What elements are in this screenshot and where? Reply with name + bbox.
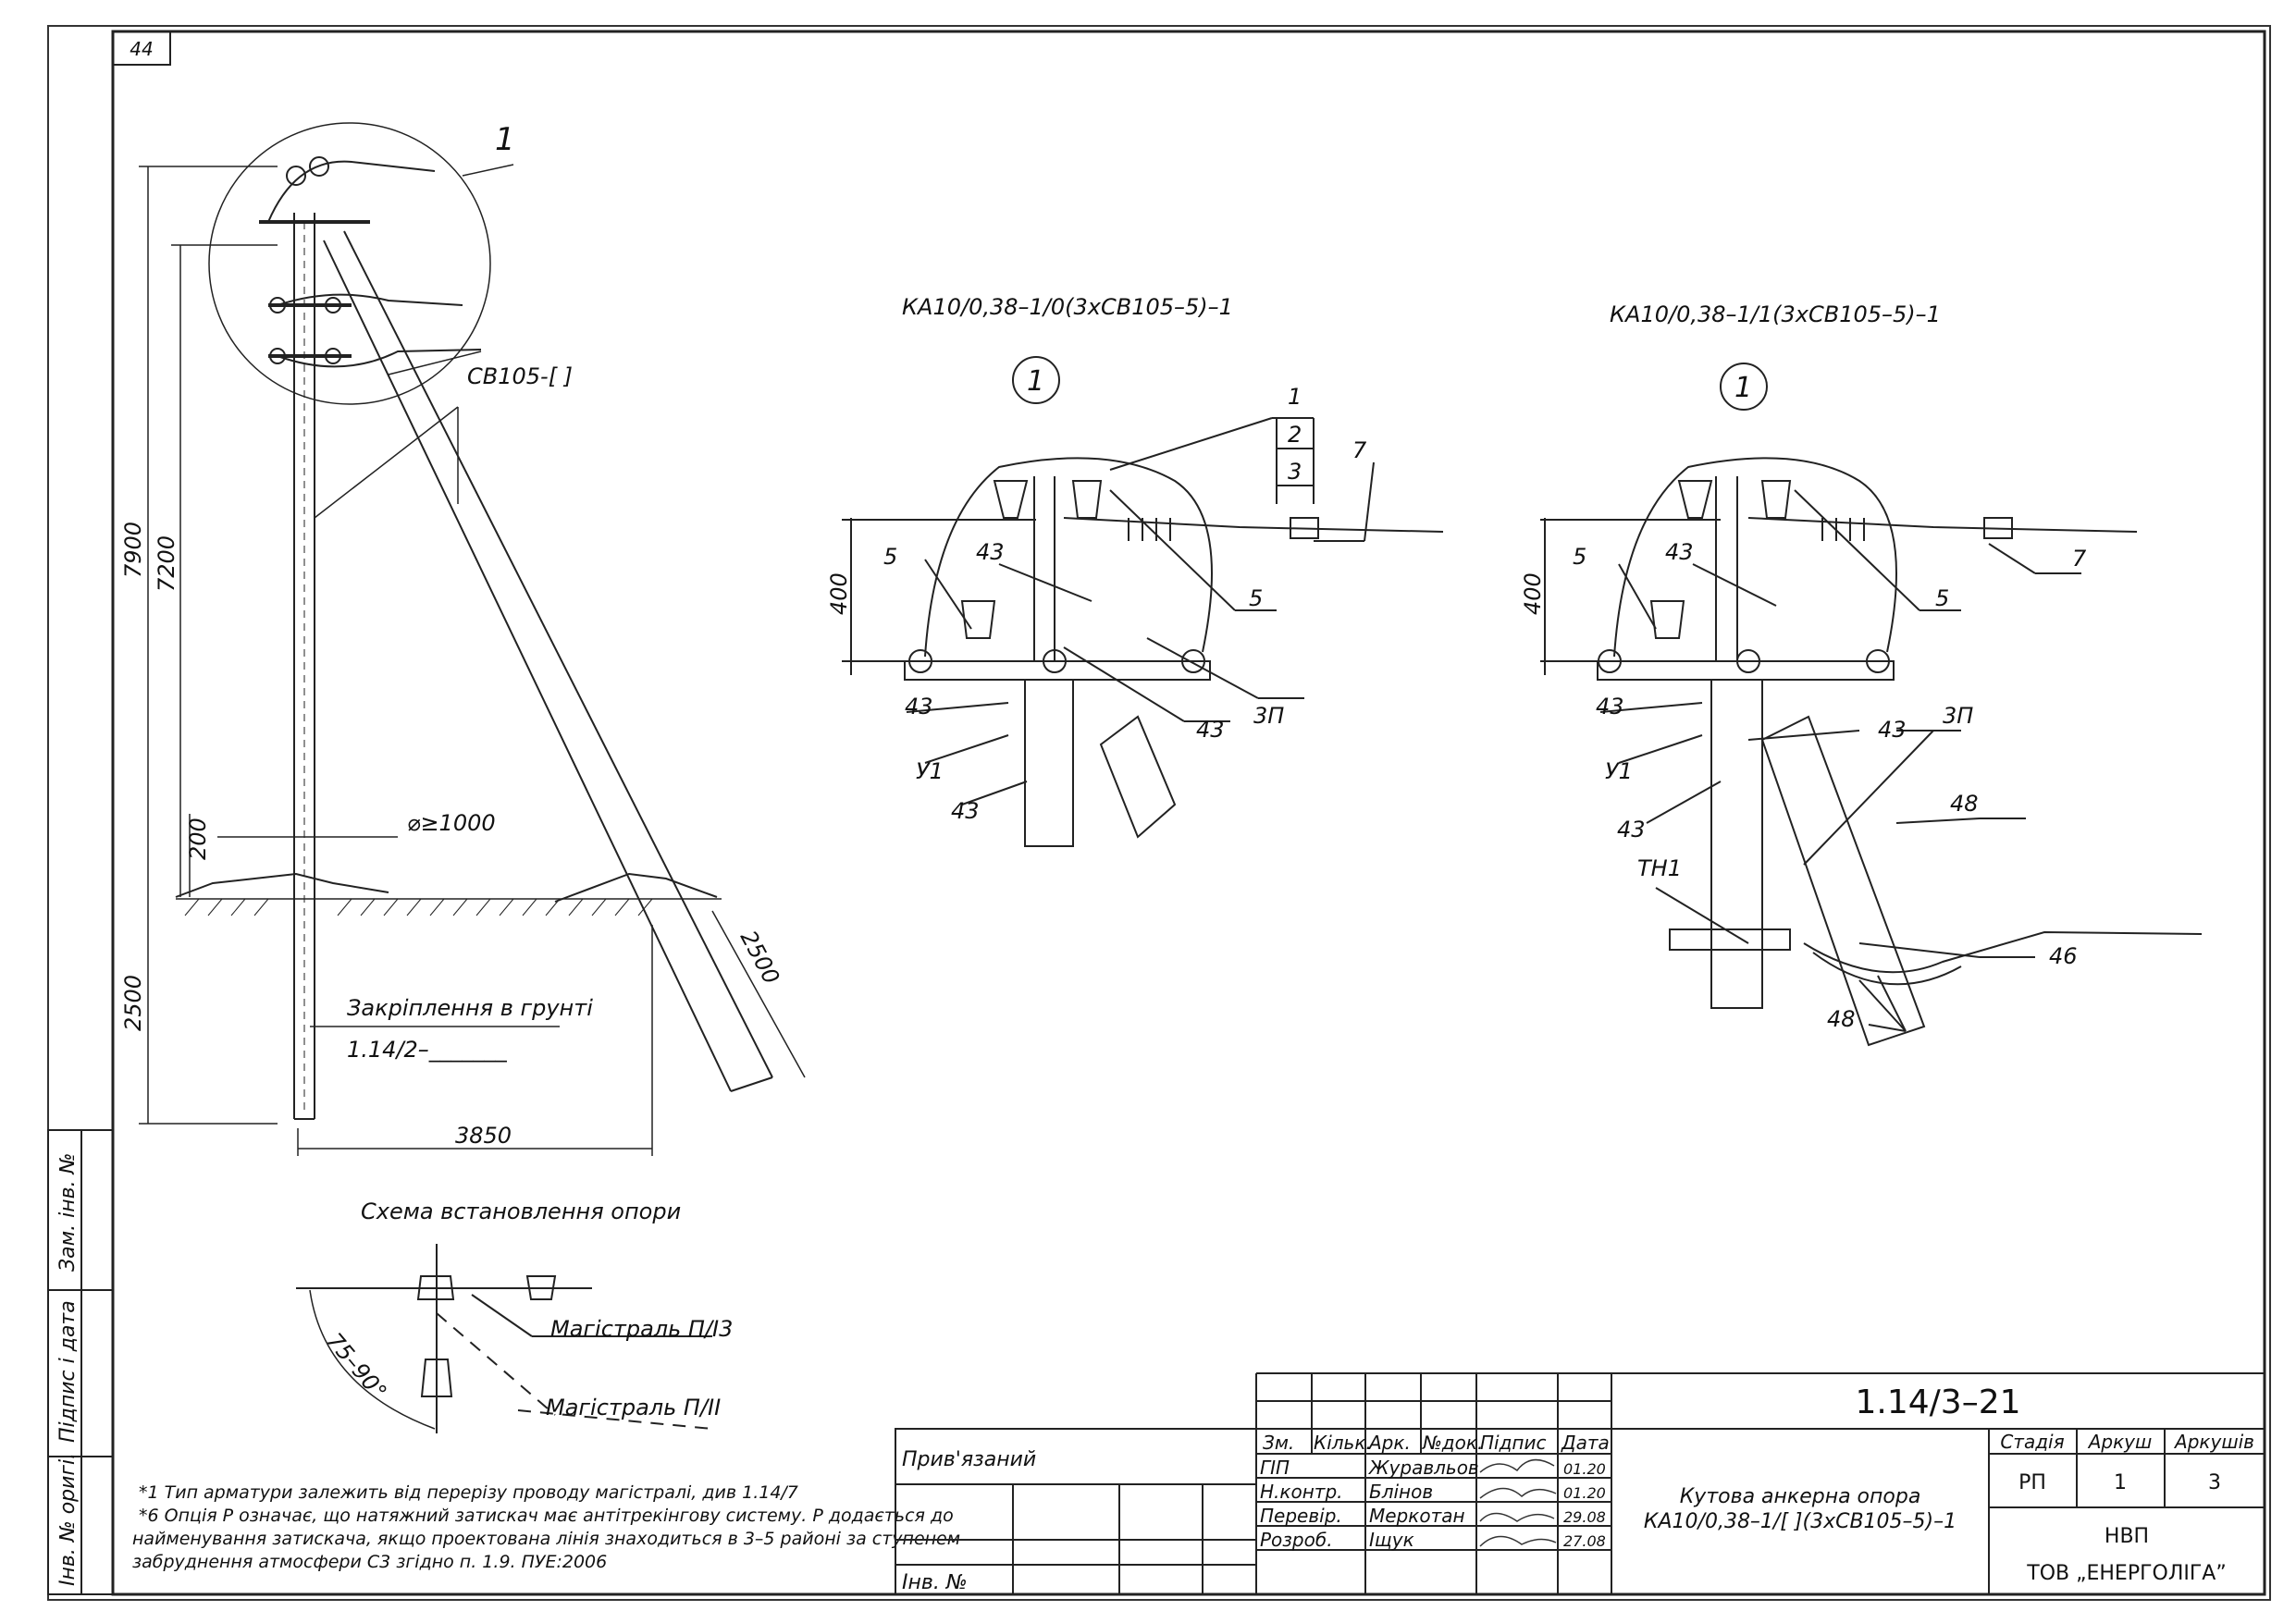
dl-label-43c: 43 (1196, 717, 1225, 743)
detail-left-circle: 1 (1027, 365, 1044, 398)
detail-left-title: КА10/0,38–1/0(3хСВ105–5)–1 (902, 294, 1233, 320)
col-header-sign: Підпис (1480, 1432, 1547, 1454)
note-3: найменування затискача, якщо проектована… (132, 1529, 960, 1549)
dr-label-u1: У1 (1605, 758, 1633, 784)
dl-label-1: 1 (1288, 384, 1302, 410)
dr-label-48b: 48 (1827, 1006, 1856, 1032)
col-header-date: Дата (1561, 1432, 1610, 1454)
detail-right-title: КА10/0,38–1/1(3хСВ105–5)–1 (1610, 301, 1941, 327)
note-1: *1 Тип арматури залежить від перерізу пр… (139, 1482, 798, 1503)
scheme-title: Схема встановлення опори (361, 1199, 681, 1224)
row-name-4: Іщук (1369, 1529, 1414, 1551)
row-date-2: 01.20 (1563, 1484, 1606, 1502)
dl-label-3: 3 (1288, 459, 1302, 485)
note-4: забруднення атмосфери С3 згідно п. 1.9. … (132, 1552, 607, 1572)
dl-label-5b: 5 (1249, 585, 1263, 611)
doc-title-line1: Кутова анкерна опора (1680, 1485, 1921, 1508)
row-name-3: Меркотан (1369, 1505, 1465, 1527)
row-role-2: Н.контр. (1260, 1481, 1343, 1503)
dim-2500-strut: 2500 (735, 927, 784, 989)
row-name-2: Блінов (1369, 1481, 1433, 1503)
main-line-2: Магістраль П/ІІ (546, 1395, 721, 1420)
note-2: *6 Опція Р означає, що натяжний затискач… (139, 1506, 954, 1526)
scheme-angle: 75–90° (321, 1328, 391, 1405)
col-header-change: Зм. (1263, 1432, 1294, 1454)
row-role-4: Розроб. (1260, 1529, 1333, 1551)
pole-drawing (139, 122, 806, 1156)
install-scheme (296, 1244, 713, 1433)
dl-label-7: 7 (1352, 437, 1367, 463)
stage-value: РП (2018, 1471, 2046, 1494)
detail-right-circle: 1 (1734, 372, 1752, 404)
ground-fixing-label: Закріплення в грунті (347, 995, 593, 1021)
dr-label-5b: 5 (1935, 585, 1949, 611)
main-line-1: Магістраль П/І3 (550, 1316, 733, 1342)
detail-right-graphic (1540, 363, 2203, 1047)
dim-diameter: ⌀≥1000 (407, 810, 496, 836)
sheet-header: Аркуш (2087, 1431, 2153, 1453)
detail-right-dim: 400 (1520, 572, 1546, 615)
dim-2500-depth: 2500 (120, 975, 146, 1031)
ground-fixing-ref: 1.14/2–_______ (347, 1037, 508, 1063)
row-role-1: ГІП (1260, 1457, 1290, 1479)
side-stamp-original: Інв. № оригі. (56, 1453, 80, 1586)
side-stamp-replaced: Зам. інв. № (56, 1153, 80, 1273)
page-number: 44 (130, 38, 153, 60)
sheets-header: Аркушів (2173, 1431, 2254, 1453)
title-block-grid (895, 1372, 2265, 1595)
outer-frame (47, 25, 2271, 1601)
attached-label: Прив'язаний (902, 1448, 1036, 1471)
col-header-sheet: Арк. (1367, 1432, 1411, 1454)
dr-label-46: 46 (2049, 943, 2078, 969)
side-stamp (47, 1129, 114, 1595)
dr-label-tn1: ТН1 (1637, 855, 1682, 881)
dim-7200: 7200 (154, 535, 179, 592)
dl-label-43d: 43 (951, 798, 980, 824)
row-date-1: 01.20 (1563, 1460, 1606, 1478)
side-stamp-signature: Підпис і дата (56, 1300, 80, 1443)
detail-left-graphic (842, 356, 1444, 847)
stage-header: Стадія (2000, 1431, 2064, 1453)
dl-label-43b: 43 (905, 694, 933, 719)
col-header-qty: Кільк. (1314, 1432, 1372, 1454)
row-date-4: 27.08 (1563, 1532, 1606, 1550)
dr-label-43b: 43 (1596, 694, 1624, 719)
dr-label-48a: 48 (1950, 791, 1979, 817)
dr-label-43d: 43 (1617, 817, 1646, 842)
dl-label-3p: 3П (1253, 703, 1284, 729)
dim-3850: 3850 (455, 1123, 512, 1149)
dl-label-5a: 5 (883, 544, 897, 570)
dr-label-43c: 43 (1878, 717, 1907, 743)
doc-code: 1.14/3–21 (1856, 1383, 2021, 1421)
page-number-box (112, 31, 171, 66)
doc-title-line2: КА10/0,38–1/[ ](3хСВ105–5)–1 (1644, 1510, 1957, 1533)
dl-label-2: 2 (1288, 422, 1302, 448)
row-role-3: Перевір. (1260, 1505, 1342, 1527)
row-date-3: 29.08 (1563, 1508, 1606, 1526)
sheets-value: 3 (2208, 1471, 2221, 1494)
inv-label: Інв. № (902, 1571, 968, 1594)
pole-callout: 1 (495, 121, 515, 158)
dr-label-3p: 3П (1943, 703, 1973, 729)
signatures (1479, 1458, 1557, 1547)
cable-label: СВ105-[ ] (467, 363, 573, 389)
dr-label-43a: 43 (1665, 539, 1694, 565)
dr-label-5a: 5 (1573, 544, 1586, 570)
dl-label-u1: У1 (916, 758, 944, 784)
dr-label-7: 7 (2072, 546, 2087, 572)
col-header-doc: №док. (1422, 1432, 1483, 1454)
org-line1: НВП (2105, 1525, 2149, 1548)
row-name-1: Журавльов (1367, 1457, 1479, 1479)
detail-left-dim: 400 (826, 572, 852, 615)
dim-200: 200 (185, 818, 211, 860)
sheet-value: 1 (2114, 1471, 2127, 1494)
org-line2: ТОВ „ЕНЕРГОЛІГА” (2026, 1562, 2226, 1585)
dl-label-43a: 43 (976, 539, 1005, 565)
dim-7900: 7900 (120, 522, 146, 578)
